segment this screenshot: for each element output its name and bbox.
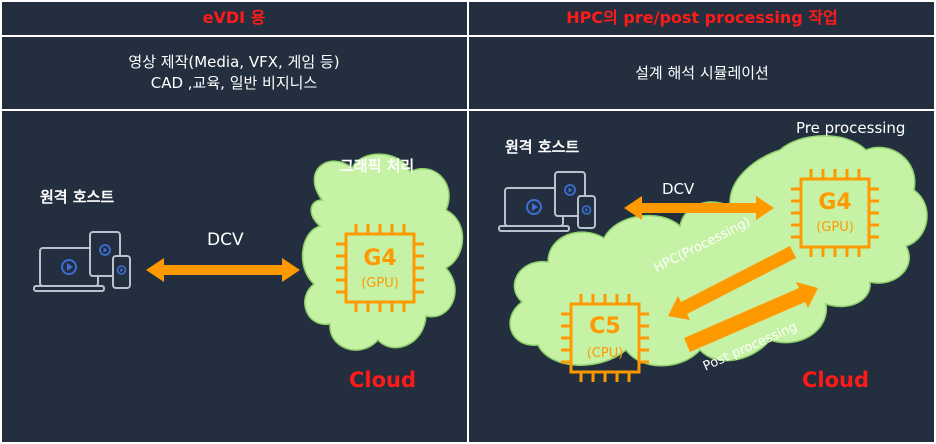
left-cloud-label: Cloud	[349, 368, 417, 392]
right-cloud-label: Cloud	[802, 368, 870, 392]
left-gpu-unit: (GPU)	[361, 276, 399, 291]
cpu-unit: (CPU)	[586, 346, 624, 361]
right-dcv-label: DCV	[662, 180, 695, 198]
left-subtitle-line1: 영상 제작(Media, VFX, 게임 등)	[128, 53, 340, 71]
remote-host-devices-left	[33, 231, 131, 292]
right-subtitle: 설계 해석 시뮬레이션	[468, 36, 936, 110]
dcv-arrow-left	[146, 258, 300, 282]
hpc-arrow	[668, 246, 796, 320]
left-gpu-name: G4	[363, 246, 397, 271]
post-processing-arrow	[684, 282, 818, 352]
remote-host-devices-right	[498, 171, 596, 232]
cpu-name: C5	[589, 314, 621, 339]
left-subtitle: 영상 제작(Media, VFX, 게임 등) CAD ,교육, 일반 비지니스	[0, 36, 468, 110]
left-dcv-label: DCV	[207, 230, 244, 250]
right-gpu-unit: (GPU)	[816, 220, 854, 235]
right-subtitle-text: 설계 해석 시뮬레이션	[635, 63, 769, 82]
right-gpu-name: G4	[818, 190, 852, 215]
cloud-shape-right	[509, 135, 928, 367]
left-header: eVDI 용	[202, 8, 266, 27]
graphics-processing-label: 그래픽 처리	[340, 157, 415, 175]
left-remote-host-label: 원격 호스트	[40, 188, 115, 206]
pre-processing-label: Pre processing	[796, 119, 906, 137]
left-subtitle-line2: CAD ,교육, 일반 비지니스	[150, 74, 318, 92]
right-header: HPC의 pre/post processing 작업	[566, 8, 838, 27]
right-remote-host-label: 원격 호스트	[505, 138, 580, 156]
cloud-shape-left	[301, 153, 464, 351]
dcv-arrow-right	[624, 196, 774, 220]
